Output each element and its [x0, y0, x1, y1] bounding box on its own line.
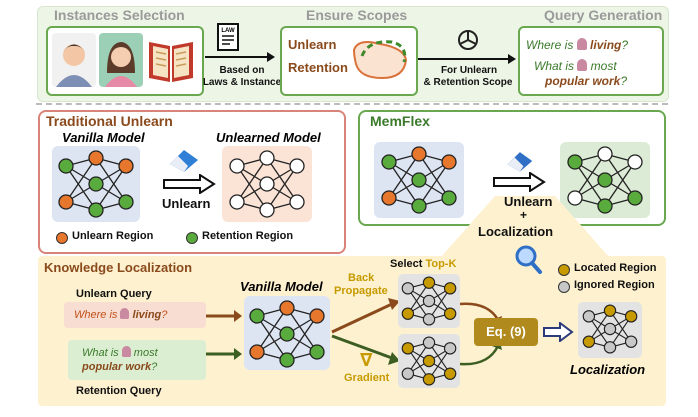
legend-retention-dot: [186, 232, 198, 244]
laws-instance-label: Laws & Instance: [202, 77, 282, 88]
eq-label: Eq. (9): [486, 324, 526, 339]
retention-query-box: [68, 340, 206, 380]
select-topk-label: Select Top-K: [390, 258, 456, 270]
retention-query-text-2: popular work?: [82, 361, 157, 373]
knowledge-title: Knowledge Localization: [44, 260, 193, 275]
retention-scope-label: & Retention Scope: [423, 77, 513, 88]
query-title: Query Generation: [544, 7, 663, 23]
retention-query-label: Retention Query: [76, 385, 162, 397]
rq-mid: most: [130, 347, 158, 359]
upper-network: [401, 276, 457, 326]
diverge-arrows: [331, 298, 400, 365]
vanilla-network: [58, 150, 134, 218]
for-unlearn-label: For Unlearn: [440, 65, 498, 76]
memflex-eraser-icon: [507, 152, 533, 172]
uq-em: living: [132, 309, 162, 321]
query-1: Where is living?: [526, 38, 628, 52]
rq-em: popular work: [82, 361, 152, 373]
eq-box: [474, 318, 538, 346]
rq-prefix: What is: [82, 347, 122, 359]
kl-vanilla-network: [249, 300, 325, 368]
scope-retention-label: Retention: [288, 60, 348, 75]
unlearn-query-text: Where is living?: [74, 308, 167, 321]
memflex-title: MemFlex: [370, 113, 430, 129]
instances-title: Instances Selection: [54, 7, 185, 23]
uq-suffix: ?: [161, 309, 168, 321]
law-label: LAW: [221, 28, 235, 34]
query-arrows: [206, 310, 242, 360]
query-box: [518, 26, 664, 96]
based-on-label: Based on: [219, 65, 265, 76]
unlearned-label: Unlearned Model: [216, 130, 321, 145]
memflex-unlearn-label: Unlearn: [504, 194, 553, 209]
person-female-icon: [99, 33, 143, 87]
unlearn-query-box: [64, 302, 206, 328]
query-2-mid: most: [587, 59, 617, 73]
final-localization-label: Localization: [570, 362, 646, 377]
scope-unlearn-label: Unlearn: [288, 37, 337, 52]
back-label: Back: [348, 272, 375, 284]
select-topk: Top-K: [425, 258, 457, 270]
eq-hollow-arrow-icon: [543, 322, 574, 342]
eraser-icon: [170, 150, 198, 172]
legend-retention-label: Retention Region: [202, 230, 294, 242]
memflex-plus-label: +: [520, 208, 528, 222]
person-male-icon: [52, 33, 96, 87]
legend-located-label: Located Region: [574, 262, 657, 274]
memflex-target-network: [567, 146, 643, 214]
query-2-suffix: ?: [620, 74, 628, 88]
traditional-title: Traditional Unlearn: [46, 113, 173, 129]
openai-icon: [458, 30, 478, 50]
lower-network: [401, 336, 457, 386]
query-1-em: living: [590, 38, 622, 52]
divider: [36, 103, 668, 105]
final-network: [582, 304, 638, 354]
legend-ignored-label: Ignored Region: [574, 279, 655, 291]
legend-unlearn-dot: [56, 232, 68, 244]
query-1-prefix: Where is: [526, 38, 577, 52]
memflex-vanilla-network: [381, 146, 457, 214]
unlearned-network: [229, 150, 305, 218]
query-2-line2: popular work?: [545, 74, 627, 88]
scope-shape: [352, 40, 408, 80]
magnifier-icon: [515, 245, 542, 274]
select-prefix: Select: [390, 258, 426, 270]
gradient-label: Gradient: [344, 372, 390, 384]
propagate-label: Propagate: [334, 285, 388, 297]
legend-located-dot: [558, 264, 570, 276]
kl-vanilla-label: Vanilla Model: [240, 279, 323, 294]
unlearn-query-label: Unlearn Query: [76, 288, 152, 300]
person-icon-2: [577, 59, 588, 71]
query-2-prefix: What is: [534, 59, 578, 73]
vanilla-label: Vanilla Model: [62, 130, 145, 145]
hollow-arrow-icon: [163, 174, 216, 194]
query-1-suffix: ?: [621, 38, 629, 52]
rq-suffix: ?: [151, 361, 158, 373]
retention-query-text-1: What is most: [82, 346, 158, 359]
legend-ignored-dot: [558, 281, 570, 293]
uq-person-icon: [120, 308, 130, 319]
trad-arrow-label: Unlearn: [162, 196, 211, 211]
query-2-em: popular work: [545, 74, 621, 88]
law-document-icon: LAW: [217, 23, 239, 51]
query-2: What is most: [534, 59, 617, 73]
legend-unlearn-label: Unlearn Region: [72, 230, 154, 242]
arrow-right-icon: [205, 52, 275, 62]
memflex-hollow-arrow-icon: [493, 172, 546, 192]
scopes-title: Ensure Scopes: [306, 7, 408, 23]
arrow-right-icon-2: [418, 54, 516, 64]
book-icon: [149, 42, 193, 82]
person-icon: [576, 38, 587, 50]
rq-person-icon: [121, 346, 131, 357]
uq-prefix: Where is: [74, 309, 121, 321]
zoom-funnel: [440, 196, 610, 258]
memflex-localization-label: Localization: [478, 224, 554, 239]
nabla-label: ∇: [360, 350, 373, 370]
